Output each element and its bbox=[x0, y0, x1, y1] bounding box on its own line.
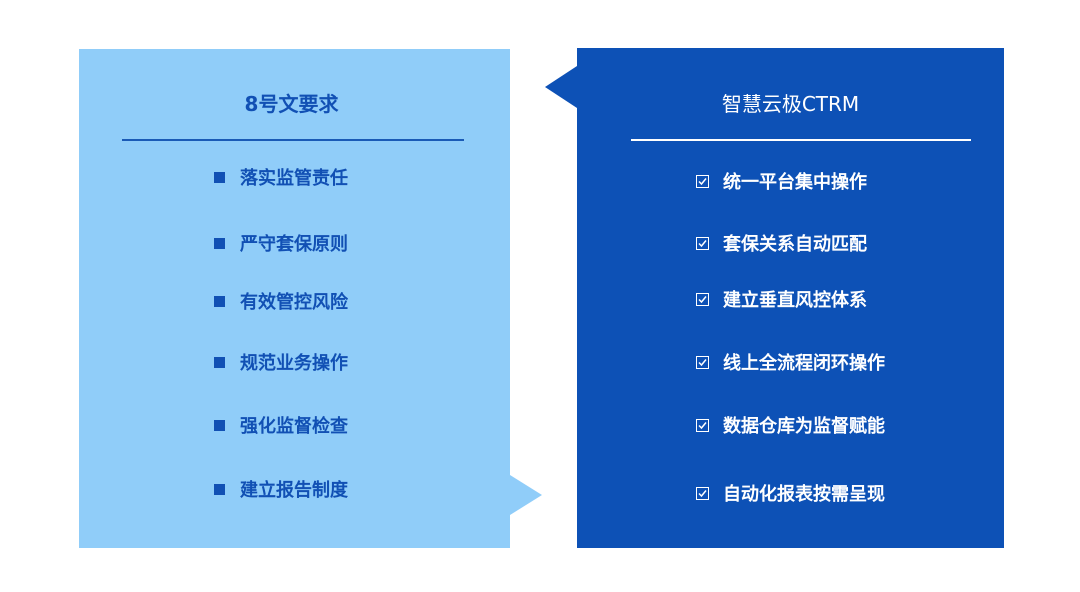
right-list-item: 套保关系自动匹配 bbox=[696, 229, 867, 257]
right-item-label: 数据仓库为监督赋能 bbox=[723, 416, 885, 437]
left-panel-title: 8号文要求 bbox=[244, 92, 339, 116]
left-list-item: 规范业务操作 bbox=[214, 348, 348, 376]
checkbox-icon bbox=[696, 174, 709, 188]
square-bullet-icon bbox=[214, 356, 225, 368]
left-item-label: 规范业务操作 bbox=[240, 353, 348, 374]
checkbox-icon bbox=[696, 292, 709, 306]
right-list-item: 建立垂直风控体系 bbox=[696, 285, 867, 313]
right-list-item: 自动化报表按需呈现 bbox=[696, 479, 885, 507]
left-list-item: 有效管控风险 bbox=[214, 287, 348, 315]
left-item-label: 建立报告制度 bbox=[240, 480, 348, 501]
right-list-item: 线上全流程闭环操作 bbox=[696, 348, 885, 376]
right-item-label: 线上全流程闭环操作 bbox=[723, 353, 885, 374]
square-bullet-icon bbox=[214, 295, 225, 307]
left-panel-pointer bbox=[510, 475, 542, 515]
right-panel bbox=[577, 48, 1004, 548]
square-bullet-icon bbox=[214, 483, 225, 495]
left-divider bbox=[122, 139, 464, 141]
left-list-item: 严守套保原则 bbox=[214, 229, 348, 257]
left-item-label: 有效管控风险 bbox=[240, 292, 348, 313]
left-item-label: 落实监管责任 bbox=[240, 168, 348, 189]
left-list-item: 落实监管责任 bbox=[214, 163, 348, 191]
square-bullet-icon bbox=[214, 171, 225, 183]
left-item-label: 严守套保原则 bbox=[240, 234, 348, 255]
right-item-label: 统一平台集中操作 bbox=[723, 172, 867, 193]
left-panel bbox=[79, 49, 510, 548]
left-item-label: 强化监督检查 bbox=[240, 416, 348, 437]
left-list-item: 强化监督检查 bbox=[214, 411, 348, 439]
right-list-item: 数据仓库为监督赋能 bbox=[696, 411, 885, 439]
checkbox-icon bbox=[696, 486, 709, 500]
square-bullet-icon bbox=[214, 237, 225, 249]
right-list-item: 统一平台集中操作 bbox=[696, 167, 867, 195]
checkbox-icon bbox=[696, 236, 709, 250]
checkbox-icon bbox=[696, 418, 709, 432]
right-panel-pointer bbox=[545, 66, 577, 108]
left-list-item: 建立报告制度 bbox=[214, 475, 348, 503]
right-divider bbox=[631, 139, 971, 141]
right-item-label: 建立垂直风控体系 bbox=[723, 290, 867, 311]
right-item-label: 自动化报表按需呈现 bbox=[723, 484, 885, 505]
right-item-label: 套保关系自动匹配 bbox=[723, 234, 867, 255]
checkbox-icon bbox=[696, 355, 709, 369]
square-bullet-icon bbox=[214, 419, 225, 431]
right-panel-title: 智慧云极CTRM bbox=[721, 92, 860, 116]
